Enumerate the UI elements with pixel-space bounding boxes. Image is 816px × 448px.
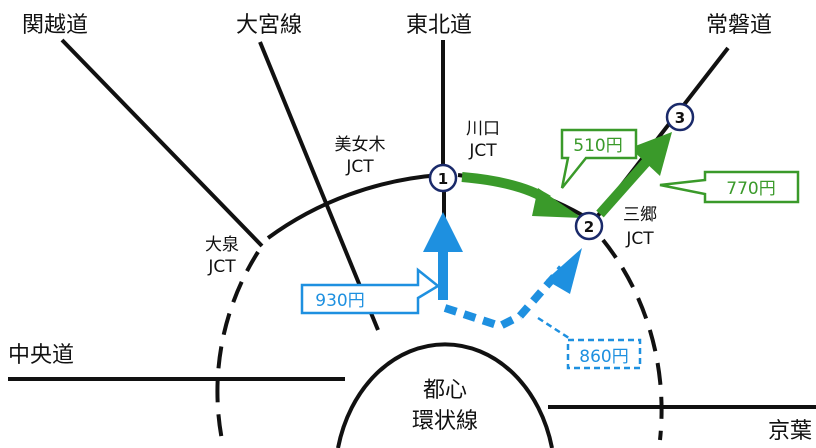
node-1-icon: 1	[428, 163, 458, 193]
bijogi-jct-suffix: JCT	[345, 157, 374, 177]
center-label-line2: 環状線	[412, 409, 478, 434]
omiya-road-line	[258, 41, 380, 331]
price-930-text: 930円	[315, 291, 364, 311]
node-2-icon: 2	[574, 211, 604, 241]
node-2-label: 2	[584, 218, 594, 236]
blue-route-dashed-arrow	[516, 265, 566, 319]
kawaguchi-jct-name: 川口	[466, 119, 500, 139]
price-770-callout: 770円	[659, 170, 800, 204]
ooizumi-jct-suffix: JCT	[207, 257, 236, 277]
misato-jct-name: 三郷	[623, 205, 657, 225]
bijogi-jct-name: 美女木	[335, 135, 386, 155]
keiyo-label: 京葉	[768, 419, 812, 444]
price-930-callout: 930円	[300, 267, 441, 315]
blue-dashed-arrowhead	[546, 248, 582, 294]
ooizumi-jct-name: 大泉	[205, 235, 239, 255]
price-860-callout: 860円	[537, 316, 642, 370]
outer-ring-west-dashed	[215, 250, 260, 441]
node-3-label: 3	[675, 109, 685, 127]
green-route-2-3	[596, 156, 652, 218]
green-arrowhead-to-3	[630, 132, 672, 176]
joban-label: 常磐道	[706, 13, 772, 38]
price-510-text: 510円	[573, 136, 622, 156]
price-860-text: 860円	[579, 347, 628, 367]
blue-route-dashed-loop	[443, 304, 522, 331]
price-770-text: 770円	[726, 179, 775, 199]
node-1-label: 1	[438, 170, 448, 188]
green-arrowhead-to-2	[532, 188, 582, 218]
center-label-line1: 都心	[423, 378, 467, 403]
price-510-callout: 510円	[560, 128, 638, 189]
outer-ring-west-solid	[266, 173, 441, 240]
green-route-1-2	[461, 172, 551, 205]
central-loop	[336, 342, 554, 448]
node-3-icon: 3	[665, 102, 695, 132]
misato-jct-suffix: JCT	[625, 229, 654, 249]
tohoku-label: 東北道	[406, 13, 472, 38]
chuo-label: 中央道	[8, 343, 74, 368]
omiya-label: 大宮線	[236, 13, 302, 38]
outer-ring-east-dashed	[601, 238, 664, 441]
kanetsu-road-line	[60, 38, 264, 248]
kanetsu-label: 関越道	[22, 13, 88, 38]
kawaguchi-jct-suffix: JCT	[468, 141, 497, 161]
